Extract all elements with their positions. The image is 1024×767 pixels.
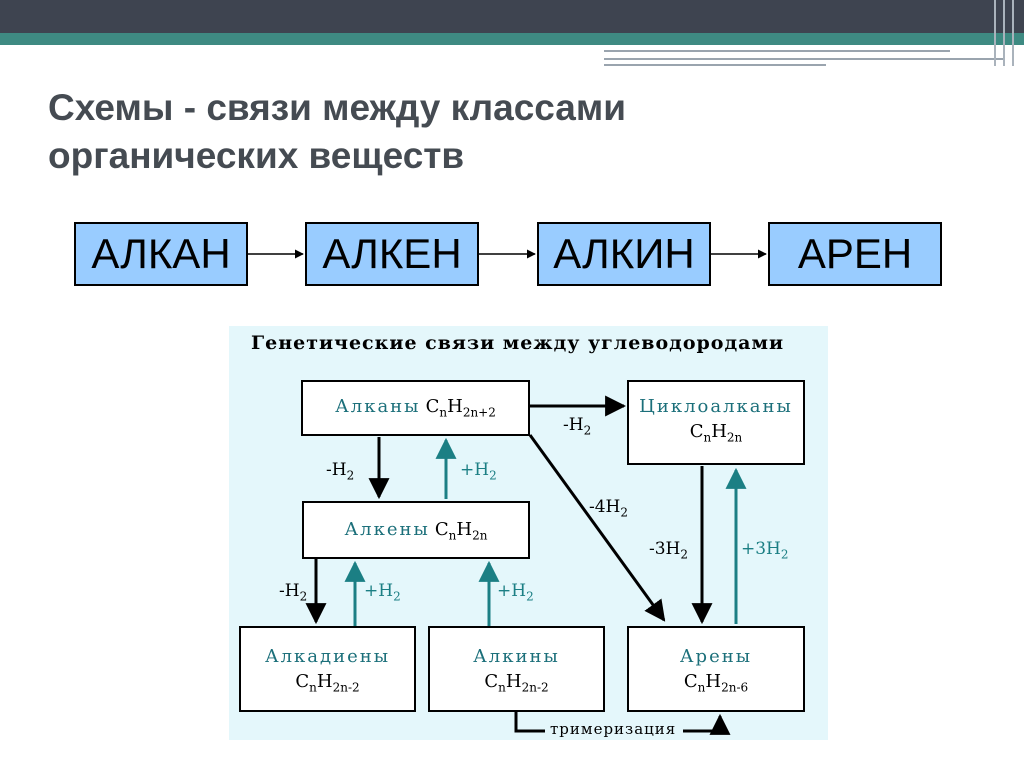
header-vertical-stripe [1003, 0, 1005, 66]
slide-title: Схемы - связи между классами органически… [48, 84, 848, 180]
arenes-formula: CnH2n-6 [683, 671, 749, 695]
chain-label: АЛКАН [91, 230, 231, 277]
header-vertical-stripe [994, 0, 996, 66]
box-alkanes: Алканы CnH2n+2 [301, 380, 530, 436]
label-plus-3h2: +3H2 [741, 539, 789, 562]
chain-box-alkene: АЛКЕН [305, 222, 479, 286]
alkadienes-formula: CnH2n-2 [295, 671, 360, 695]
box-arenes: Арены CnH2n-6 [627, 626, 805, 712]
alkenes-formula: CnH2n [434, 519, 488, 543]
box-alkenes: Алкены CnH2n [302, 501, 530, 559]
label-plus-h2-alkadienes: +H2 [364, 581, 401, 604]
header-stripe [604, 50, 950, 52]
alkynes-name: Алкины [473, 646, 560, 667]
label-minus-h2-alkenes-alkadienes: -H2 [279, 581, 308, 604]
header-stripe [604, 64, 826, 66]
trimerization-label-bg [545, 722, 683, 740]
cycloalkanes-name: Циклоалканы [639, 396, 793, 417]
header-stripe [604, 58, 1004, 60]
box-alkadienes: Алкадиены CnH2n-2 [239, 626, 416, 712]
box-cycloalkanes: Циклоалканы CnH2n [627, 380, 805, 465]
alkynes-formula: CnH2n-2 [484, 671, 549, 695]
header-teal-bar [0, 33, 1024, 45]
label-minus-h2-alkanes-cyclo: -H2 [563, 415, 592, 438]
arenes-name: Арены [679, 646, 753, 667]
label-minus-4h2: -4H2 [589, 497, 629, 520]
label-trimerization: тримеризация [550, 720, 677, 738]
slide-title-line1: Схемы - связи между классами [48, 87, 626, 128]
alkadienes-name: Алкадиены [264, 646, 391, 667]
alkenes-name: Алкены [344, 519, 430, 540]
header-vertical-stripe [1012, 0, 1014, 66]
chain-box-alkyne: АЛКИН [537, 222, 711, 286]
chain-box-arene: АРЕН [768, 222, 942, 286]
slide-title-line2: органических веществ [48, 135, 465, 176]
cycloalkanes-formula: CnH2n [689, 421, 743, 445]
chain-label: АРЕН [797, 230, 913, 277]
label-minus-3h2: -3H2 [649, 539, 689, 562]
chain-label: АЛКИН [553, 230, 695, 277]
alkanes-name: Алканы [335, 396, 421, 417]
label-plus-h2-alkenes-alkanes: +H2 [460, 460, 497, 483]
box-alkynes: Алкины CnH2n-2 [428, 626, 605, 712]
header-dark-bar [0, 0, 1024, 33]
panel-title: Генетические связи между углеводородами [251, 332, 785, 354]
chain-label: АЛКЕН [322, 230, 462, 277]
label-plus-h2-alkynes: +H2 [497, 581, 534, 604]
arrow-alkanes-to-arenes [528, 434, 666, 622]
alkanes-formula: CnH2n+2 [425, 396, 496, 420]
label-minus-h2-alkanes-alkenes: -H2 [326, 460, 355, 483]
chain-box-alkane: АЛКАН [74, 222, 248, 286]
